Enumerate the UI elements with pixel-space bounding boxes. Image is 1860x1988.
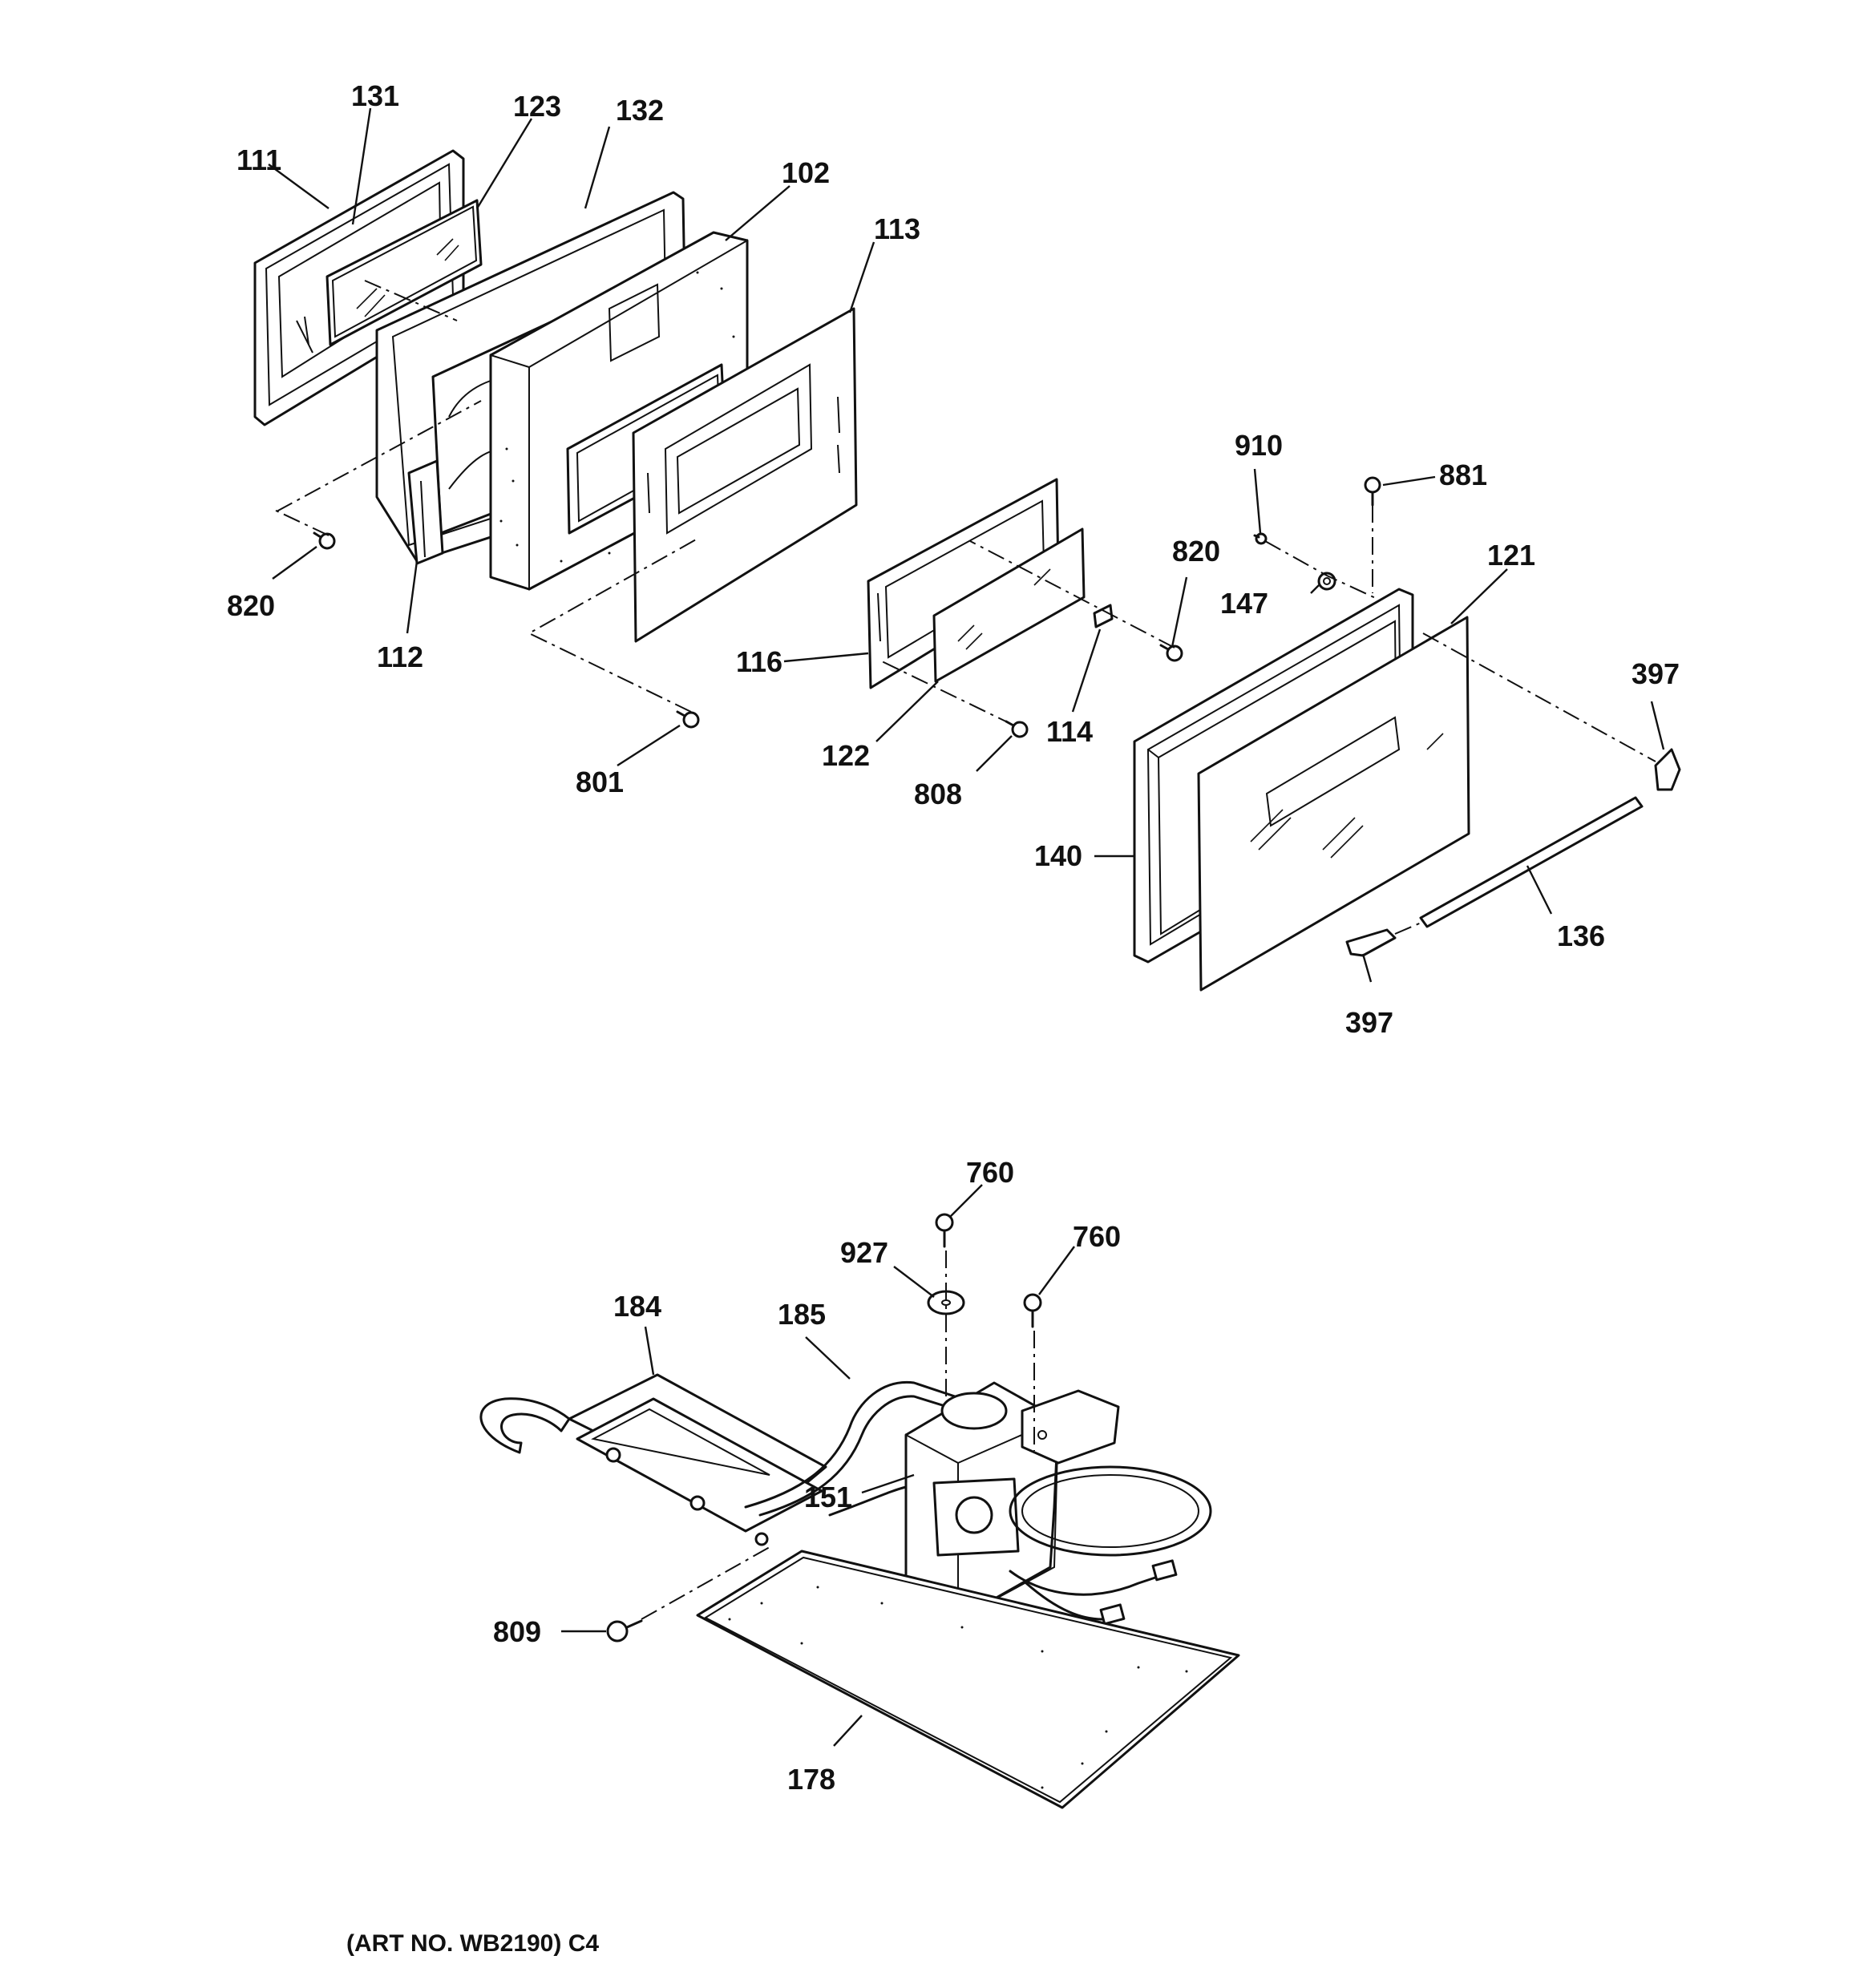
label-397-top: 397	[1632, 657, 1680, 690]
label-147: 147	[1220, 587, 1268, 620]
label-809: 809	[493, 1615, 541, 1648]
label-927: 927	[840, 1236, 888, 1269]
label-910: 910	[1235, 429, 1283, 462]
label-184: 184	[613, 1290, 661, 1323]
part-184-lock-arm	[479, 1373, 827, 1546]
label-113: 113	[874, 212, 920, 245]
part-136-handle-bar	[1419, 796, 1644, 928]
label-121: 121	[1487, 539, 1535, 572]
label-111: 111	[237, 143, 281, 176]
assembly-lines-bottom	[641, 1251, 1035, 1620]
part-labels: 111 131 123 132 102 113 820 112 801 116 …	[227, 79, 1680, 1957]
screw-801-icon	[676, 710, 700, 729]
screw-760-a-icon	[935, 1213, 954, 1248]
screw-910-icon	[1253, 532, 1268, 545]
label-102: 102	[782, 156, 830, 189]
label-881: 881	[1439, 459, 1487, 491]
label-116: 116	[736, 645, 782, 678]
part-178-insulation-sheet	[696, 1550, 1240, 1809]
part-151-motor-housing	[828, 1381, 1212, 1626]
screw-820-right-icon	[1159, 644, 1183, 662]
part-122-glass	[932, 527, 1086, 683]
leader-lines-bottom	[561, 1184, 1075, 1747]
label-112: 112	[377, 640, 423, 673]
leader-lines-top	[268, 107, 1665, 983]
label-178: 178	[787, 1763, 835, 1796]
fasteners-bottom	[606, 1213, 1042, 1643]
label-136: 136	[1557, 919, 1605, 952]
label-820-left: 820	[227, 589, 275, 622]
label-140: 140	[1034, 839, 1082, 872]
part-185-link-rod	[744, 1380, 964, 1517]
label-122: 122	[822, 739, 870, 772]
label-114: 114	[1046, 715, 1093, 748]
label-820-right: 820	[1172, 535, 1220, 568]
assembly-lines-top	[272, 280, 1656, 935]
label-123: 123	[513, 90, 561, 123]
label-185: 185	[778, 1298, 826, 1331]
part-113-inner-panel	[632, 307, 858, 643]
screw-icons-top	[313, 476, 1381, 738]
label-760-right: 760	[1073, 1220, 1121, 1253]
part-397-end-caps	[1345, 748, 1681, 957]
label-808: 808	[914, 778, 962, 810]
label-151: 151	[804, 1481, 852, 1513]
label-132: 132	[616, 94, 664, 127]
label-801: 801	[576, 766, 624, 798]
label-397-bottom: 397	[1345, 1006, 1393, 1039]
screw-881-icon	[1364, 476, 1381, 507]
label-760-top: 760	[966, 1156, 1014, 1189]
screw-760-b-icon	[1023, 1293, 1042, 1328]
screw-809-icon	[606, 1619, 643, 1643]
screw-820-left-icon	[313, 531, 336, 550]
part-112-side-frame	[407, 459, 444, 565]
part-114-clip	[1093, 604, 1114, 628]
label-131: 131	[351, 79, 399, 112]
art-number: (ART NO. WB2190) C4	[346, 1930, 599, 1957]
part-121-outer-glass	[1197, 616, 1470, 992]
part-131-glass	[326, 199, 483, 346]
